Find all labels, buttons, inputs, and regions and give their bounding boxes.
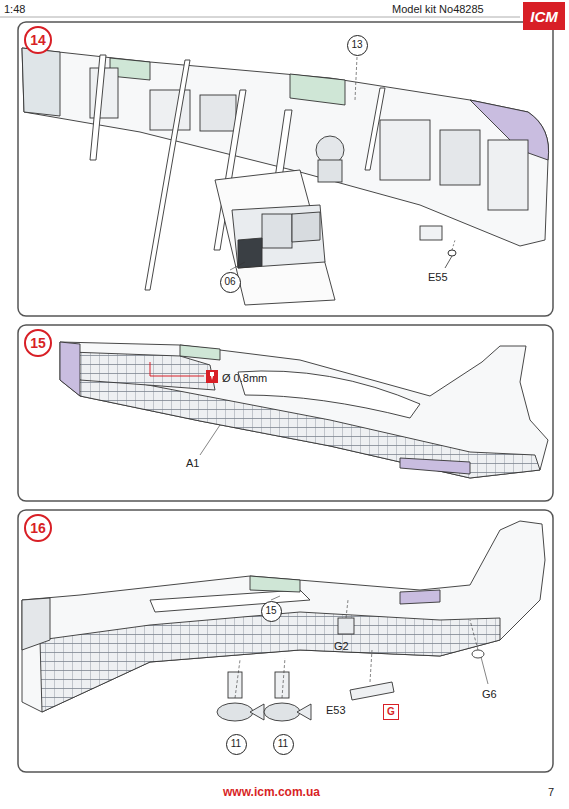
part-number: A1: [186, 457, 199, 469]
step-number-text: 15: [30, 336, 46, 350]
step-panel: [18, 325, 553, 501]
callout-number: 06: [220, 272, 241, 293]
callout-number: 15: [261, 601, 282, 622]
callout-number: 11: [273, 734, 294, 755]
part-number: G6: [482, 688, 497, 700]
small-parts: [338, 600, 488, 700]
leader-line: [200, 425, 220, 455]
brand-logo: ICM: [523, 2, 565, 30]
e55-part: [445, 240, 456, 268]
leader-line: [271, 596, 280, 600]
fuselage-half: [60, 342, 548, 478]
bomb: [217, 658, 311, 721]
callout-number-text: 15: [265, 606, 276, 616]
step-panel: [18, 22, 553, 316]
step-number-text: 16: [30, 521, 46, 535]
brand-logo-text: ICM: [530, 9, 558, 24]
callout-number-text: 13: [351, 40, 362, 50]
callout-number: 11: [226, 734, 247, 755]
callout-number-text: 11: [231, 739, 241, 749]
leader-line: [355, 57, 357, 100]
step-number-text: 14: [30, 33, 46, 47]
scale-text: 1:48: [4, 3, 25, 15]
website: www.icm.com.ua: [223, 786, 320, 799]
part-number: G2: [334, 640, 349, 652]
callout-number: 13: [347, 35, 368, 56]
part-sprue-box: G: [383, 704, 399, 720]
fuselage-assembly: [22, 521, 545, 712]
drill-icon: [150, 362, 218, 383]
page-number: 7: [548, 786, 554, 798]
kit-number: Model kit No48285: [392, 3, 484, 15]
step-number: 16: [24, 514, 52, 542]
cockpit-floor: [215, 170, 335, 305]
step-panel: [18, 510, 553, 772]
part-number: E55: [428, 271, 448, 283]
callout-number-text: 06: [224, 277, 235, 287]
part-number: E53: [326, 704, 346, 716]
part-sprue-box-text: G: [387, 707, 395, 717]
drill-dimension: Ø 0.8mm: [222, 372, 267, 384]
canopy-frames: [90, 55, 385, 290]
leader-line: [230, 262, 245, 270]
callout-number-text: 11: [278, 739, 288, 749]
step-number: 15: [24, 329, 52, 357]
step-number: 14: [24, 26, 52, 54]
header-rule: [0, 17, 520, 18]
